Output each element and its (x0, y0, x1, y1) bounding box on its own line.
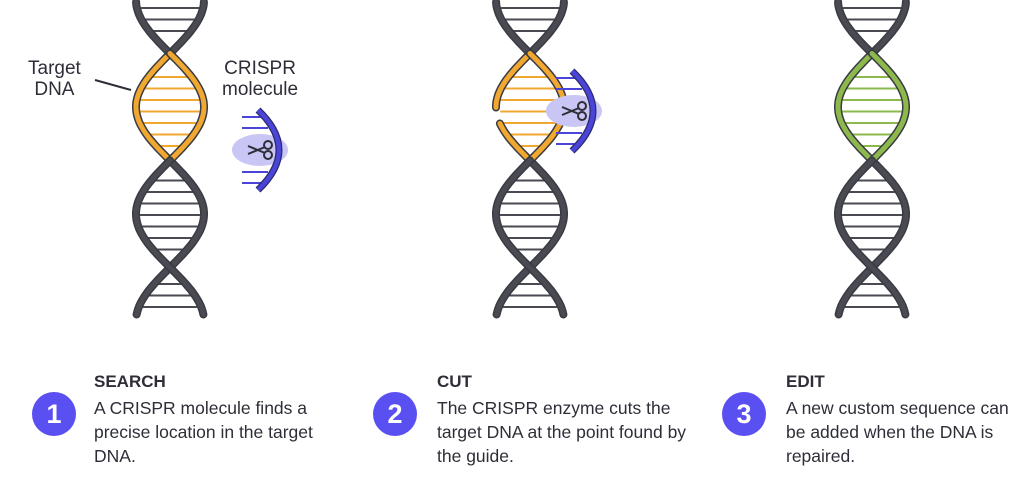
dna-strand (133, 158, 206, 317)
dna-strand (497, 121, 532, 162)
dna-strand (493, 158, 566, 317)
dna-strand (493, 0, 531, 55)
step-title: SEARCH (94, 372, 166, 391)
dna-strand (835, 51, 875, 162)
dna-strand (835, 158, 908, 317)
dna-strand (836, 158, 909, 317)
crispr-backbone (570, 69, 596, 153)
scissors-icon (577, 111, 587, 121)
target-dna-label: Target DNA (28, 58, 81, 100)
scissors-icon (561, 106, 580, 116)
dna-strand (835, 0, 873, 55)
step-description: The CRISPR enzyme cuts the target DNA at… (437, 398, 687, 466)
step-number-badge: 2 (373, 392, 417, 436)
step-title: CUT (437, 372, 472, 391)
dna-strand (133, 51, 173, 162)
crispr-molecule-label: CRISPR molecule (222, 58, 299, 100)
dna-strand (494, 158, 567, 317)
dna-strand (493, 51, 533, 110)
dna-strand (169, 0, 207, 55)
dna-strand (134, 158, 207, 317)
scissors-icon (263, 150, 273, 160)
dna-illustrations (94, 0, 910, 319)
target-dna-pointer (94, 79, 132, 91)
scissors-icon (577, 101, 587, 111)
scissors-icon (263, 140, 273, 150)
dna-strand (869, 51, 909, 162)
step-number-badge: 3 (722, 392, 766, 436)
scissors-icon (247, 145, 266, 155)
step-number-badge: 1 (32, 392, 76, 436)
dna-strand (167, 51, 207, 162)
dna-strand (529, 0, 567, 55)
step-title: EDIT (786, 372, 825, 391)
crispr-backbone (256, 108, 282, 192)
step-description: A CRISPR molecule finds a precise locati… (94, 398, 313, 466)
dna-strand (871, 0, 909, 55)
dna-strand (133, 0, 171, 55)
step-description: A new custom sequence can be added when … (786, 398, 1009, 466)
